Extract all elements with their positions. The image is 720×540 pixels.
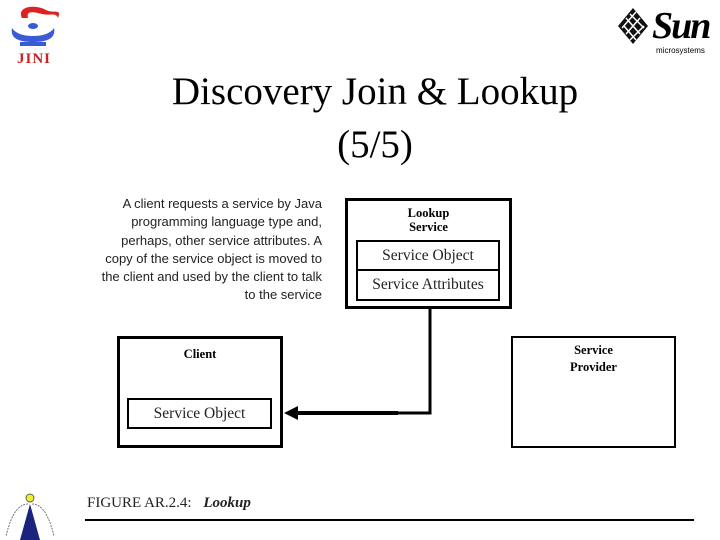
jini-logo-text: JINI [16, 51, 51, 67]
client-title: Client [183, 347, 217, 361]
provider-title-line2: Provider [570, 360, 617, 374]
client-box: Client [117, 336, 283, 448]
sun-microsystems-logo: Sun microsystems [616, 6, 716, 60]
figure-caption-prefix: FIGURE AR.2.4: [87, 495, 192, 511]
sun-subtitle: microsystems [656, 46, 705, 55]
figure-caption: FIGURE AR.2.4: Lookup [87, 495, 251, 512]
slide-title-line2: (5/5) [337, 123, 413, 166]
slide-title-line1: Discovery Join & Lookup [171, 70, 579, 113]
description-text: A client requests a service by Java prog… [101, 196, 322, 303]
jini-lamp-icon [11, 6, 60, 46]
lookup-service-title: Lookup Service [348, 206, 509, 234]
provider-title-line1: Service [574, 343, 613, 357]
client-service-object: Service Object [127, 398, 272, 429]
service-provider-title: Service Provider [513, 342, 674, 376]
lookup-title-line1: Lookup [407, 206, 450, 220]
sun-wordmark: Sun [652, 5, 711, 47]
lookup-service-attributes: Service Attributes [356, 269, 500, 301]
figure-caption-name: Lookup [203, 495, 251, 511]
angel-logo-icon [5, 493, 55, 540]
jini-logo: JINI [6, 4, 62, 67]
lookup-title-line2: Service [409, 220, 448, 234]
service-provider-box: Service Provider [511, 336, 676, 448]
sun-diamond-icon [618, 8, 648, 44]
caption-rule [85, 519, 694, 521]
lookup-service-box: Lookup Service [345, 198, 512, 309]
